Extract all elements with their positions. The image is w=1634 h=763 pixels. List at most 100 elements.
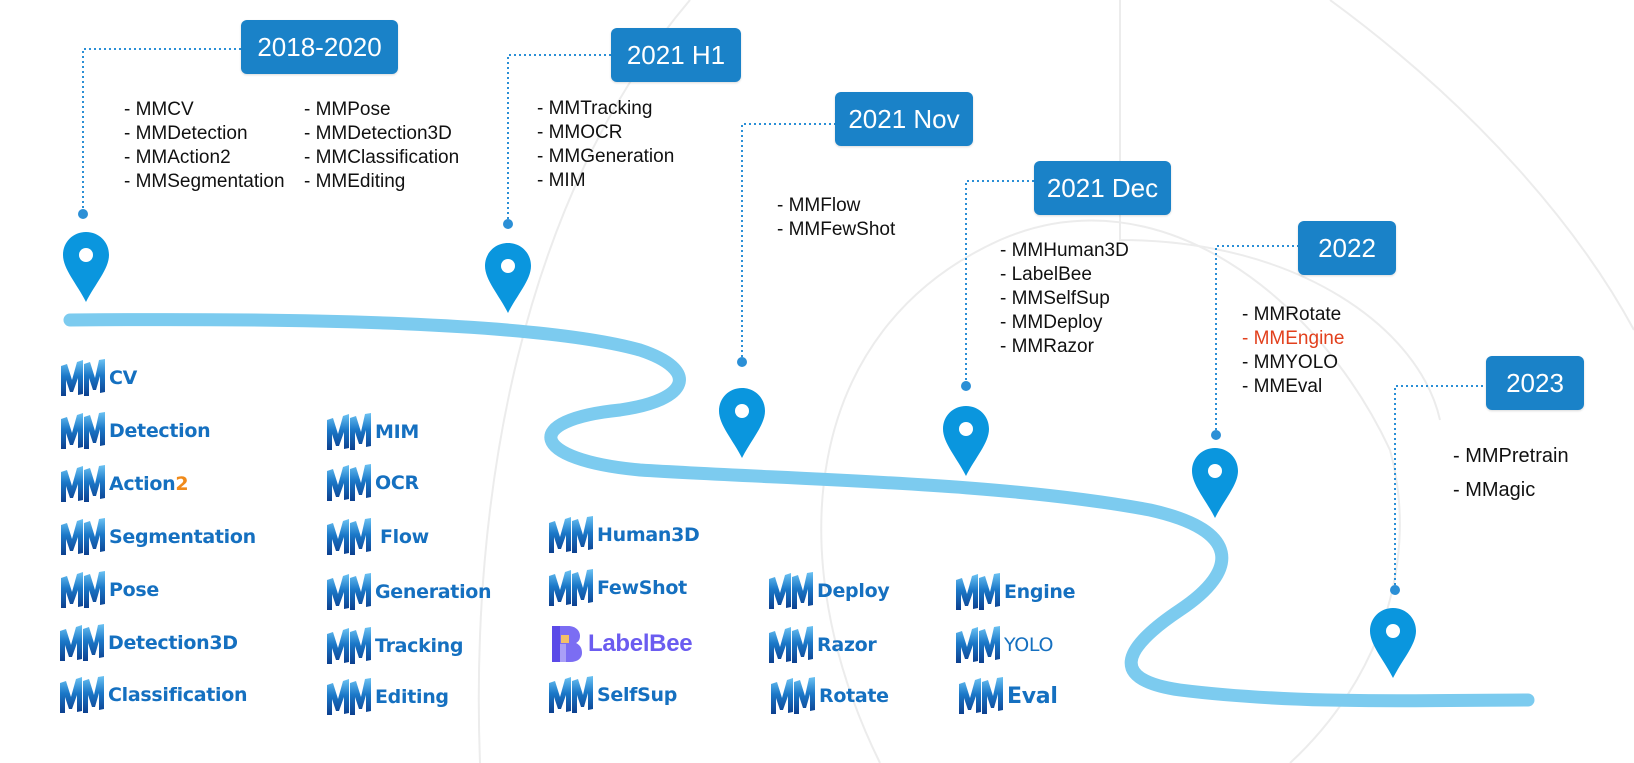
- logo-text: Eval: [1007, 683, 1058, 709]
- logo-text: Action2: [109, 473, 189, 495]
- item: - MMPose: [304, 99, 391, 120]
- logo-mmaction2: Action2: [60, 464, 189, 504]
- mm-logo-icon: [326, 517, 372, 557]
- logo-mmflow: Flow: [326, 517, 429, 557]
- mm-logo-icon: [548, 568, 594, 608]
- logo-mmtracking: Tracking: [326, 626, 464, 666]
- item: - MMHuman3D: [1000, 240, 1129, 261]
- logo-mmpose: Pose: [60, 570, 159, 610]
- location-pin-icon: [63, 232, 109, 302]
- connector-2018-2020: [82, 48, 243, 213]
- logo-text: Razor: [817, 634, 877, 656]
- mm-logo-icon: [60, 517, 106, 557]
- logo-mmdetection3d: Detection3D: [59, 623, 238, 663]
- item: - MMEditing: [304, 171, 406, 192]
- logo-mmdeploy: Deploy: [768, 571, 890, 611]
- item: - LabelBee: [1000, 264, 1092, 285]
- logo-text: Human3D: [597, 524, 700, 546]
- item: - MMagic: [1453, 479, 1536, 501]
- logo-mmocr: OCR: [326, 463, 419, 503]
- item: - MMRazor: [1000, 336, 1094, 357]
- timeline-road: [63, 313, 1535, 708]
- logo-text: Detection: [109, 420, 211, 442]
- mm-logo-icon: [958, 676, 1004, 716]
- logo-text: OCR: [375, 472, 419, 494]
- items-2021-h1: - MMTracking - MMOCR - MMGeneration - MI…: [537, 97, 674, 193]
- mm-logo-icon: [60, 358, 106, 398]
- item: - MMEval: [1242, 376, 1323, 397]
- logo-mim: MIM: [326, 412, 419, 452]
- item: - MMGeneration: [537, 146, 675, 167]
- period-2023: 2023: [1486, 356, 1584, 410]
- item: - MMOCR: [537, 122, 623, 143]
- logo-text: Segmentation: [109, 526, 256, 548]
- item: - MMCV: [124, 99, 194, 120]
- mm-logo-icon: [955, 572, 1001, 612]
- item: - MMYOLO: [1242, 352, 1339, 373]
- item-highlighted: - MMEngine: [1242, 328, 1345, 349]
- connector-dot: [737, 357, 747, 367]
- location-pin-icon: [1370, 608, 1416, 678]
- period-2021-nov: 2021 Nov: [835, 92, 973, 146]
- logo-mmsegmentation: Segmentation: [60, 517, 256, 557]
- logo-mmyolo: YOLO: [955, 625, 1053, 665]
- item: - MMAction2: [124, 147, 231, 168]
- location-pin-icon: [485, 243, 531, 313]
- mm-logo-icon: [955, 625, 1001, 665]
- connector-dot: [961, 381, 971, 391]
- item: - MMFlow: [777, 195, 861, 216]
- connector-dot: [1390, 585, 1400, 595]
- items-2018-2020-col2: - MMPose - MMDetection3D - MMClassificat…: [304, 98, 459, 194]
- period-2021-dec: 2021 Dec: [1034, 161, 1171, 215]
- logo-mmhuman3d: Human3D: [548, 515, 700, 555]
- item: - MMTracking: [537, 98, 653, 119]
- logo-mmeval: Eval: [958, 676, 1058, 716]
- logo-mmgeneration: Generation: [326, 572, 492, 612]
- logo-mmfewshot: FewShot: [548, 568, 687, 608]
- mm-logo-icon: [326, 412, 372, 452]
- item: - MMDetection: [124, 123, 248, 144]
- logo-text: Deploy: [817, 580, 890, 602]
- mm-logo-icon: [770, 676, 816, 716]
- logo-text: YOLO: [1004, 634, 1054, 656]
- logo-text: Flow: [380, 526, 429, 548]
- item: - MMPretrain: [1453, 445, 1569, 467]
- mm-logo-icon: [768, 625, 814, 665]
- logo-mmcv: CV: [60, 358, 137, 398]
- mm-logo-icon: [326, 626, 372, 666]
- item: - MMClassification: [304, 147, 460, 168]
- logo-text: SelfSup: [597, 684, 678, 706]
- logo-mmengine: Engine: [955, 572, 1076, 612]
- logo-text-main: Action: [109, 473, 176, 495]
- connector-dot: [78, 209, 88, 219]
- mm-logo-icon: [768, 571, 814, 611]
- mm-logo-icon: [60, 411, 106, 451]
- mm-logo-icon: [326, 572, 372, 612]
- items-2018-2020-col1: - MMCV - MMDetection - MMAction2 - MMSeg…: [124, 98, 285, 194]
- item: - MIM: [537, 170, 586, 191]
- logo-mmdetection: Detection: [60, 411, 211, 451]
- items-2022: - MMRotate - MMEngine - MMYOLO - MMEval: [1242, 303, 1344, 399]
- logo-text: Tracking: [375, 635, 464, 657]
- item: - MMSegmentation: [124, 171, 285, 192]
- item: - MMFewShot: [777, 219, 896, 240]
- mm-logo-icon: [59, 675, 105, 715]
- location-pin-icon: [1192, 448, 1238, 518]
- logo-text: LabelBee: [588, 630, 693, 657]
- logo-labelbee: LabelBee: [552, 624, 693, 664]
- mm-logo-icon: [326, 677, 372, 717]
- logo-text: Classification: [108, 684, 248, 706]
- logo-text: Detection3D: [108, 632, 238, 654]
- mm-logo-icon: [60, 464, 106, 504]
- item: - MMRotate: [1242, 304, 1342, 325]
- logo-mmclassification: Classification: [59, 675, 248, 715]
- period-2018-2020: 2018-2020: [241, 20, 398, 74]
- items-2021-dec: - MMHuman3D - LabelBee - MMSelfSup - MMD…: [1000, 239, 1129, 359]
- logo-text: Rotate: [819, 685, 889, 707]
- item: - MMDetection3D: [304, 123, 452, 144]
- connector-2021-h1: [507, 54, 612, 224]
- logo-mmselfsup: SelfSup: [548, 675, 677, 715]
- logo-mmediting: Editing: [326, 677, 449, 717]
- logo-text-suffix: 2: [175, 473, 189, 495]
